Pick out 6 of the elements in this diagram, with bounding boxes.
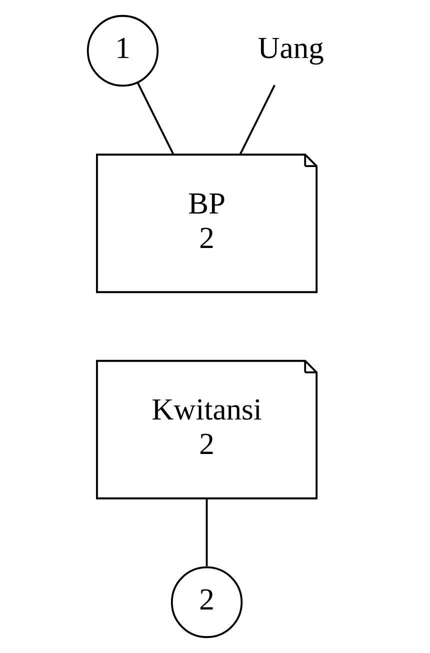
connector (239, 84, 276, 155)
node-text: Uang (258, 31, 324, 66)
connector (136, 82, 174, 155)
node-circle: 2 (170, 566, 243, 638)
node-circle: 1 (86, 14, 159, 87)
connector (206, 498, 208, 566)
